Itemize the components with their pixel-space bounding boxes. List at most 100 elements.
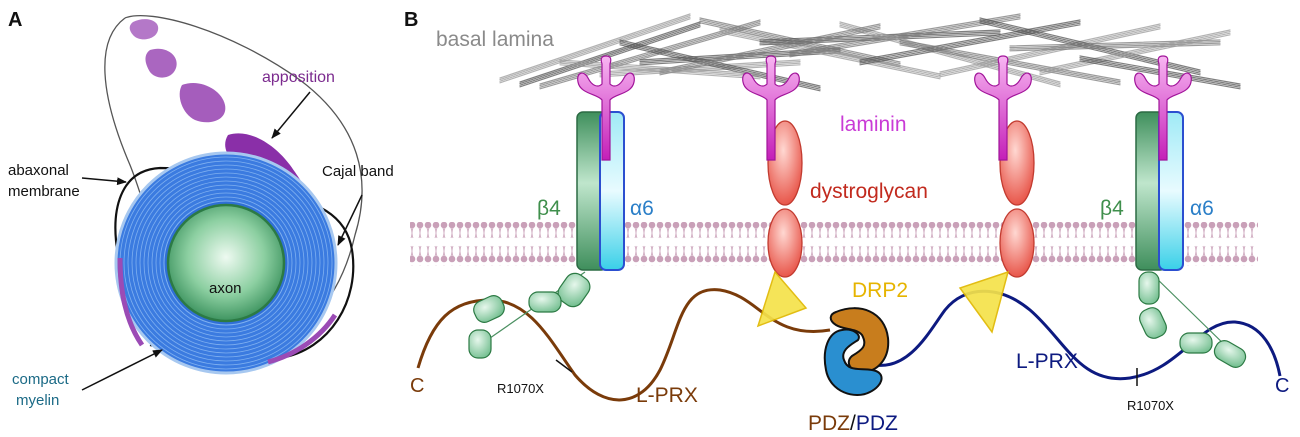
myelin-wrap (135, 172, 317, 354)
periaxin-beads-left (468, 271, 591, 359)
lprx-right-strand (874, 289, 1282, 381)
dystroglycan-left (767, 120, 803, 278)
lamina-fiber (499, 15, 691, 81)
laminin-molecule (742, 55, 800, 161)
lamina-fiber (499, 13, 691, 79)
lprx-left-label: L-PRX (636, 384, 698, 407)
lamina-fiber (519, 23, 701, 85)
panel-b-letter: B (404, 9, 418, 31)
compact-label: compact (12, 371, 70, 388)
alpha6-right-label: α6 (1190, 197, 1214, 220)
drp2-right-triangle (958, 270, 1010, 334)
lamina-fiber (559, 59, 761, 75)
lamina-fiber (659, 25, 881, 73)
lamina-fiber (559, 60, 761, 77)
cajal-arrow (337, 194, 363, 246)
lamina-fiber (559, 62, 761, 78)
drp2-label: DRP2 (852, 279, 908, 302)
lamina-fiber (659, 28, 881, 76)
lamina-fiber (499, 16, 691, 82)
myelin-wrap (127, 164, 325, 362)
basal-lamina (499, 13, 1241, 92)
lamina-fiber (859, 21, 1081, 63)
r1070x-left-tick (555, 359, 573, 373)
lamina-fiber (1009, 44, 1221, 52)
panel-a: A apposition abaxonal mem (8, 9, 394, 409)
myelin-wrap (147, 184, 305, 342)
myelin-wrap (123, 160, 329, 366)
lamina-fiber (1039, 34, 1231, 76)
beta4-right-label: β4 (1100, 197, 1124, 220)
lamina-fiber (789, 18, 1021, 58)
cell-membrane (410, 222, 1258, 266)
lamina-fiber (859, 22, 1081, 64)
lamina-fiber (639, 48, 841, 63)
myelin-wrap (159, 196, 293, 330)
lamina-fiber (519, 24, 701, 86)
compact-myelin (114, 151, 338, 375)
cajal-band-label: Cajal band (322, 163, 394, 180)
lamina-fiber (1039, 31, 1231, 73)
myelin-arrow (81, 349, 163, 391)
lamina-fiber (519, 21, 701, 83)
lamina-fiber (619, 39, 821, 87)
myelin-wrap (155, 192, 297, 334)
laminin-molecule (974, 55, 1032, 161)
lamina-fiber (899, 44, 1121, 86)
laminins (577, 55, 1192, 161)
lamina-fiber (539, 24, 761, 90)
lamina-fiber (1039, 32, 1231, 74)
axon-label: axon (209, 280, 242, 297)
dystroglycan-right (999, 120, 1035, 278)
pdz-label: PDZ/PDZ (808, 412, 898, 435)
lamina-fiber (859, 19, 1081, 61)
axon (166, 203, 286, 323)
periaxin-beads-right (1138, 271, 1247, 368)
myelin-wrap (131, 168, 321, 358)
lamina-fiber (719, 29, 941, 77)
cajal-arc-left (117, 257, 145, 347)
lamina-fiber (719, 32, 941, 80)
lamina-fiber (559, 64, 761, 80)
lamina-fiber (719, 27, 941, 75)
c-right-label: C (1275, 375, 1289, 397)
lamina-fiber (639, 52, 841, 66)
beta4-left-label: β4 (537, 197, 561, 220)
lamina-fiber (659, 23, 881, 71)
myelin-wrap (139, 176, 313, 350)
abaxonal-label: abaxonal (8, 162, 69, 179)
lamina-fiber (619, 40, 821, 89)
pdz-slash: / (850, 412, 856, 435)
apposition-arrow (271, 91, 311, 139)
alpha6-left-label: α6 (630, 197, 654, 220)
lamina-fiber (859, 24, 1081, 66)
lamina-fiber (639, 47, 841, 61)
basal-lamina-label: basal lamina (436, 28, 554, 51)
r1070x-right-label: R1070X (1127, 398, 1174, 413)
myelin-wrap (151, 188, 301, 338)
laminin-label: laminin (840, 113, 907, 136)
laminin-molecule (577, 55, 635, 161)
pdz-brown-label: PDZ (808, 412, 850, 435)
integrin-left (576, 111, 625, 271)
pdz-blue-label: PDZ (856, 412, 898, 435)
apposition-label: apposition (262, 69, 335, 86)
myelin-label: myelin (16, 392, 59, 409)
pdz-dimer (823, 307, 890, 396)
lamina-fiber (499, 18, 691, 84)
c-left-label: C (410, 375, 424, 397)
lprx-right-label: L-PRX (1016, 350, 1078, 373)
lamina-fiber (1039, 29, 1231, 71)
drp2-left-triangle (756, 270, 808, 328)
myelin-wrap (143, 180, 309, 346)
panel-b: B basal lamina (404, 9, 1289, 435)
lamina-fiber (939, 26, 1161, 76)
membrane-label: membrane (8, 183, 80, 200)
laminin-molecule (1134, 55, 1192, 161)
lamina-fiber (899, 42, 1121, 84)
lamina-fiber (659, 26, 881, 74)
r1070x-left-label: R1070X (497, 381, 544, 396)
panel-a-letter: A (8, 9, 22, 31)
